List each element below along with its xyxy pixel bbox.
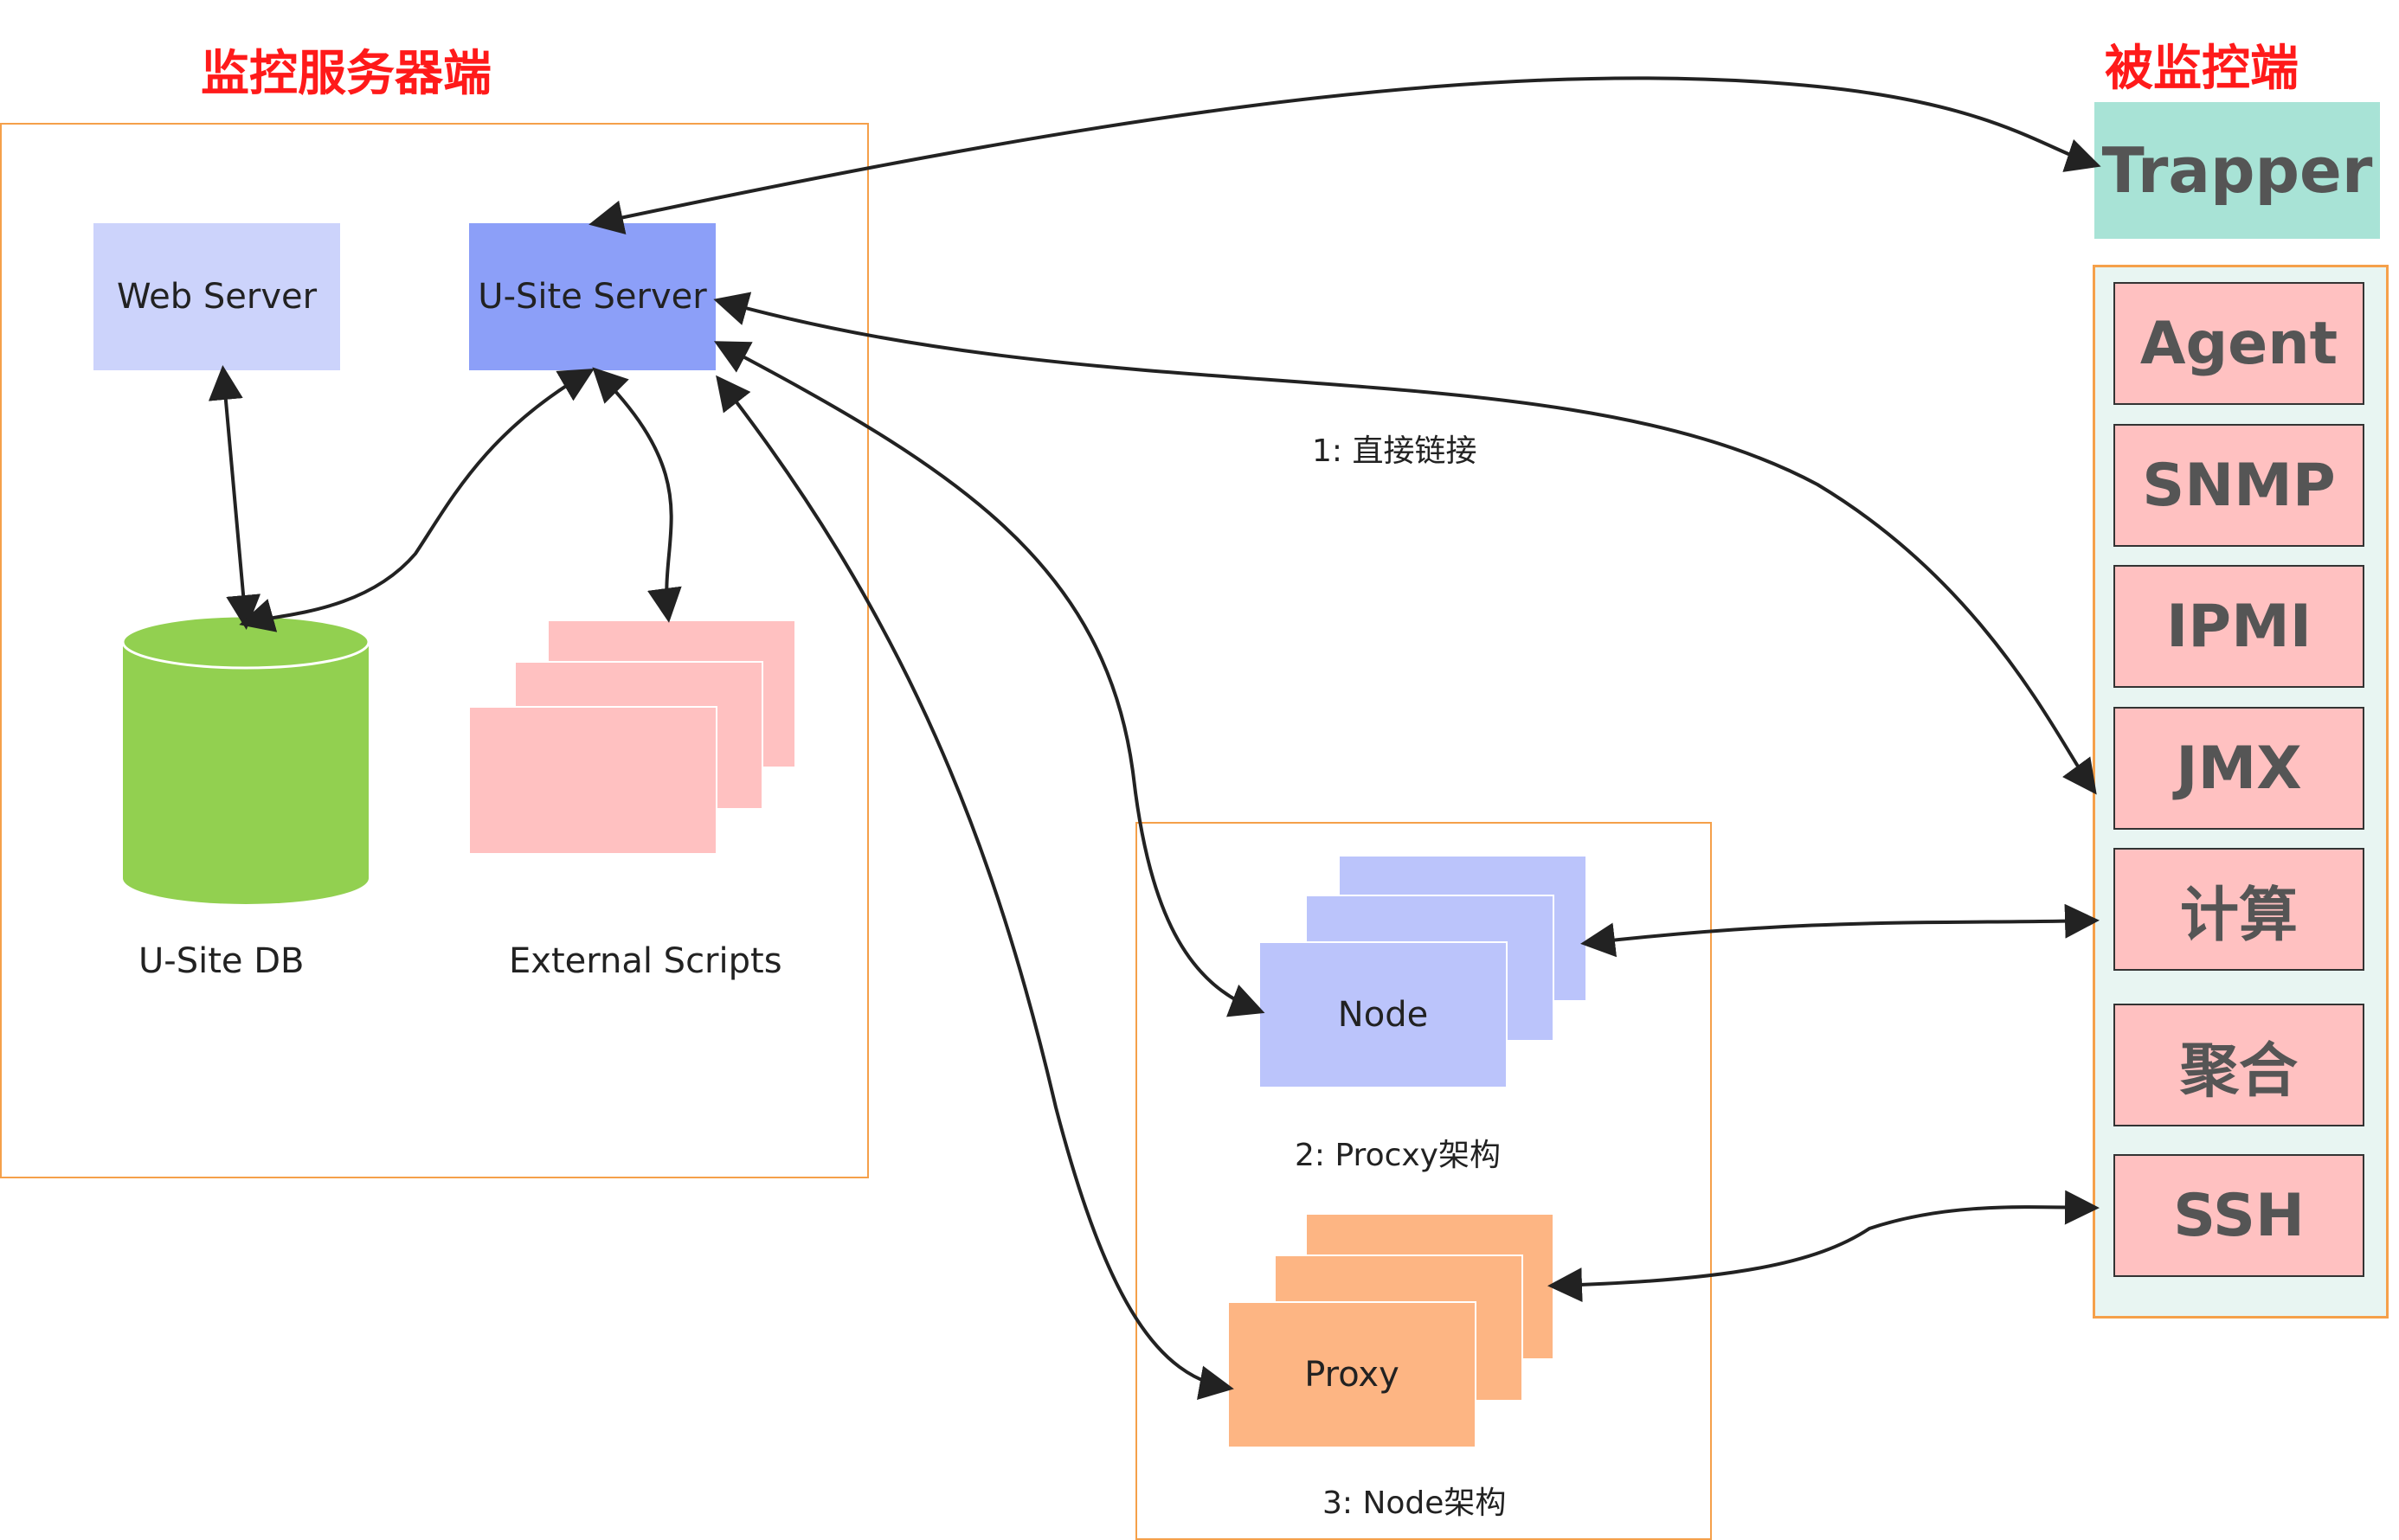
monitored-item-ipmi: IPMI — [2113, 565, 2364, 688]
trapper-box: Trapper — [2094, 102, 2380, 239]
external-scripts-label: External Scripts — [509, 941, 782, 981]
direct-link-label: 1: 直接链接 — [1312, 433, 1477, 469]
monitored-item-ssh: SSH — [2113, 1154, 2364, 1277]
arrow-usite-direct — [713, 292, 2097, 795]
server-side-title: 监控服务器端 — [201, 46, 492, 102]
proxy-box: Proxy — [1227, 1301, 1476, 1448]
node-box: Node — [1258, 941, 1508, 1088]
usite-db-label: U-Site DB — [138, 941, 305, 981]
proxy-arch-label: 2: Procxy架构 — [1295, 1138, 1501, 1173]
script-card-front — [468, 706, 717, 855]
monitored-item-snmp: SNMP — [2113, 424, 2364, 547]
monitored-item-jmx: JMX — [2113, 707, 2364, 830]
node-arch-label: 3: Node架构 — [1322, 1485, 1507, 1521]
web-server-box: Web Server — [93, 223, 340, 370]
monitored-item-agent: Agent — [2113, 282, 2364, 405]
monitored-item-aggregate: 聚合 — [2113, 1004, 2364, 1126]
monitored-item-calculated: 计算 — [2113, 848, 2364, 971]
usite-server-box: U-Site Server — [469, 223, 716, 370]
monitored-side-title: 被监控端 — [2105, 41, 2299, 97]
